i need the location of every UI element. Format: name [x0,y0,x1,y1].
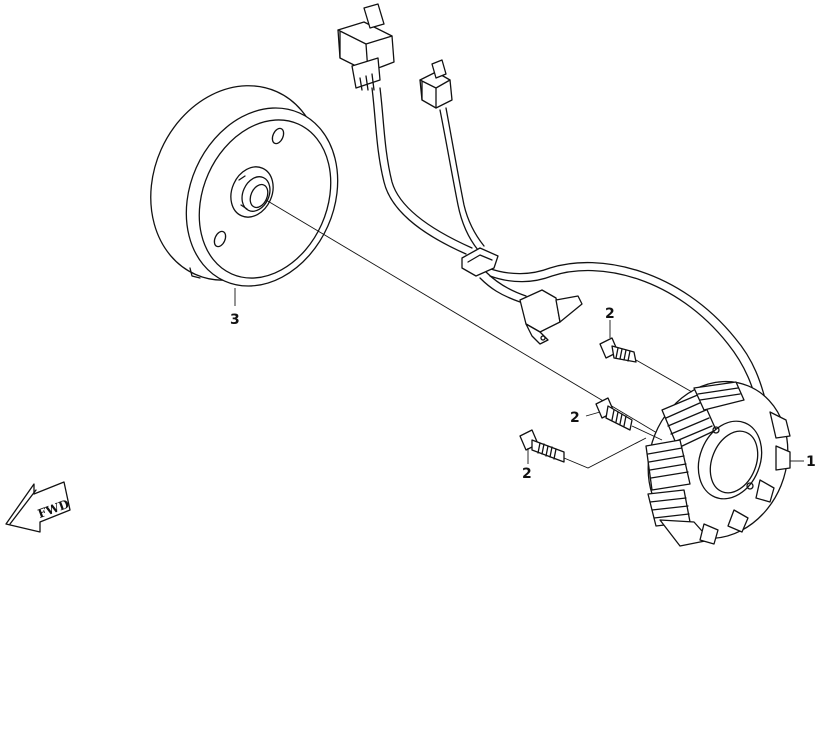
callout-label-2a: 2 [605,306,615,322]
harness-connector-small [419,59,453,109]
mounting-bolt-lower [519,429,565,463]
bolt-lower-axis [563,437,647,469]
bolt-upper-axis [635,359,693,393]
forward-direction-arrow: FWD [5,481,71,533]
callout-label-2c: 2 [522,466,532,482]
callout-label-1: 1 [806,454,816,470]
harness-connector-main [337,3,395,91]
bolt-middle-leader [585,411,601,417]
mounting-bolt-upper [599,337,637,363]
stator-assembly [645,380,791,547]
mounting-bolt-middle [595,397,633,431]
assembly-axis-line [265,199,663,437]
callout-label-2b: 2 [570,410,580,426]
wiring-harness [371,87,771,425]
callout-label-3: 3 [230,312,240,328]
pulser-coil [519,289,583,345]
flywheel-rotor [150,85,339,287]
harness-clamp [461,247,499,277]
bolt-middle-axis [631,425,663,441]
